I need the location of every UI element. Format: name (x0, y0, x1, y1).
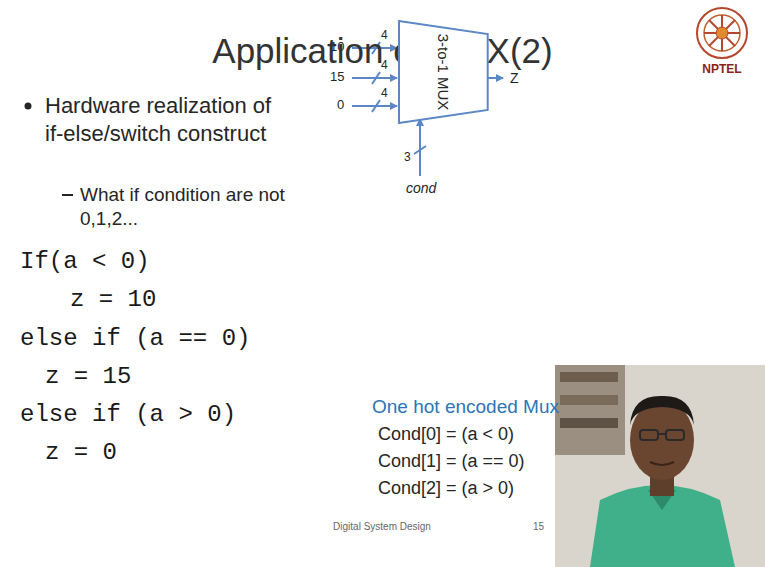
bullet-text: Hardware realization of if-else/switch c… (45, 92, 280, 147)
footer-text: Digital System Design (322, 521, 442, 533)
output-name: Z (510, 70, 519, 87)
sub-bullet-text: What if condition are not 0,1,2... (80, 183, 285, 231)
logo-text: NPTEL (682, 62, 762, 76)
condition-line: Cond[2] = (a > 0) (378, 478, 514, 500)
code-line: If(a < 0) (20, 248, 150, 277)
nptel-emblem (697, 8, 747, 58)
bus-width: 4 (381, 28, 388, 42)
mux-trapezoid (399, 21, 488, 123)
code-line: else if (a > 0) (20, 401, 236, 430)
sub-bullet-dash (62, 194, 73, 196)
code-line: z = 0 (45, 439, 117, 468)
bus-width: 4 (381, 58, 388, 72)
input-value: 10 (330, 39, 344, 55)
page-number: 15 (533, 521, 544, 533)
section-heading: One hot encoded Mux (372, 396, 559, 419)
mux-label: 3-to-1 MUX (435, 34, 452, 111)
code-line: z = 15 (45, 363, 131, 392)
bus-width: 4 (381, 86, 388, 100)
input-value: 0 (337, 97, 344, 113)
bus-width: 3 (404, 150, 411, 164)
code-line: else if (a == 0) (20, 325, 250, 354)
mux-block: 3-to-1 MUX (398, 20, 489, 124)
condition-line: Cond[0] = (a < 0) (378, 424, 514, 446)
code-line: z = 10 (70, 286, 156, 315)
condition-line: Cond[1] = (a == 0) (378, 451, 525, 473)
presenter-video (555, 365, 765, 567)
bullet-dot (25, 103, 32, 110)
input-value: 15 (330, 69, 344, 85)
select-name: cond (406, 180, 436, 197)
select-bus-wire (414, 119, 426, 176)
